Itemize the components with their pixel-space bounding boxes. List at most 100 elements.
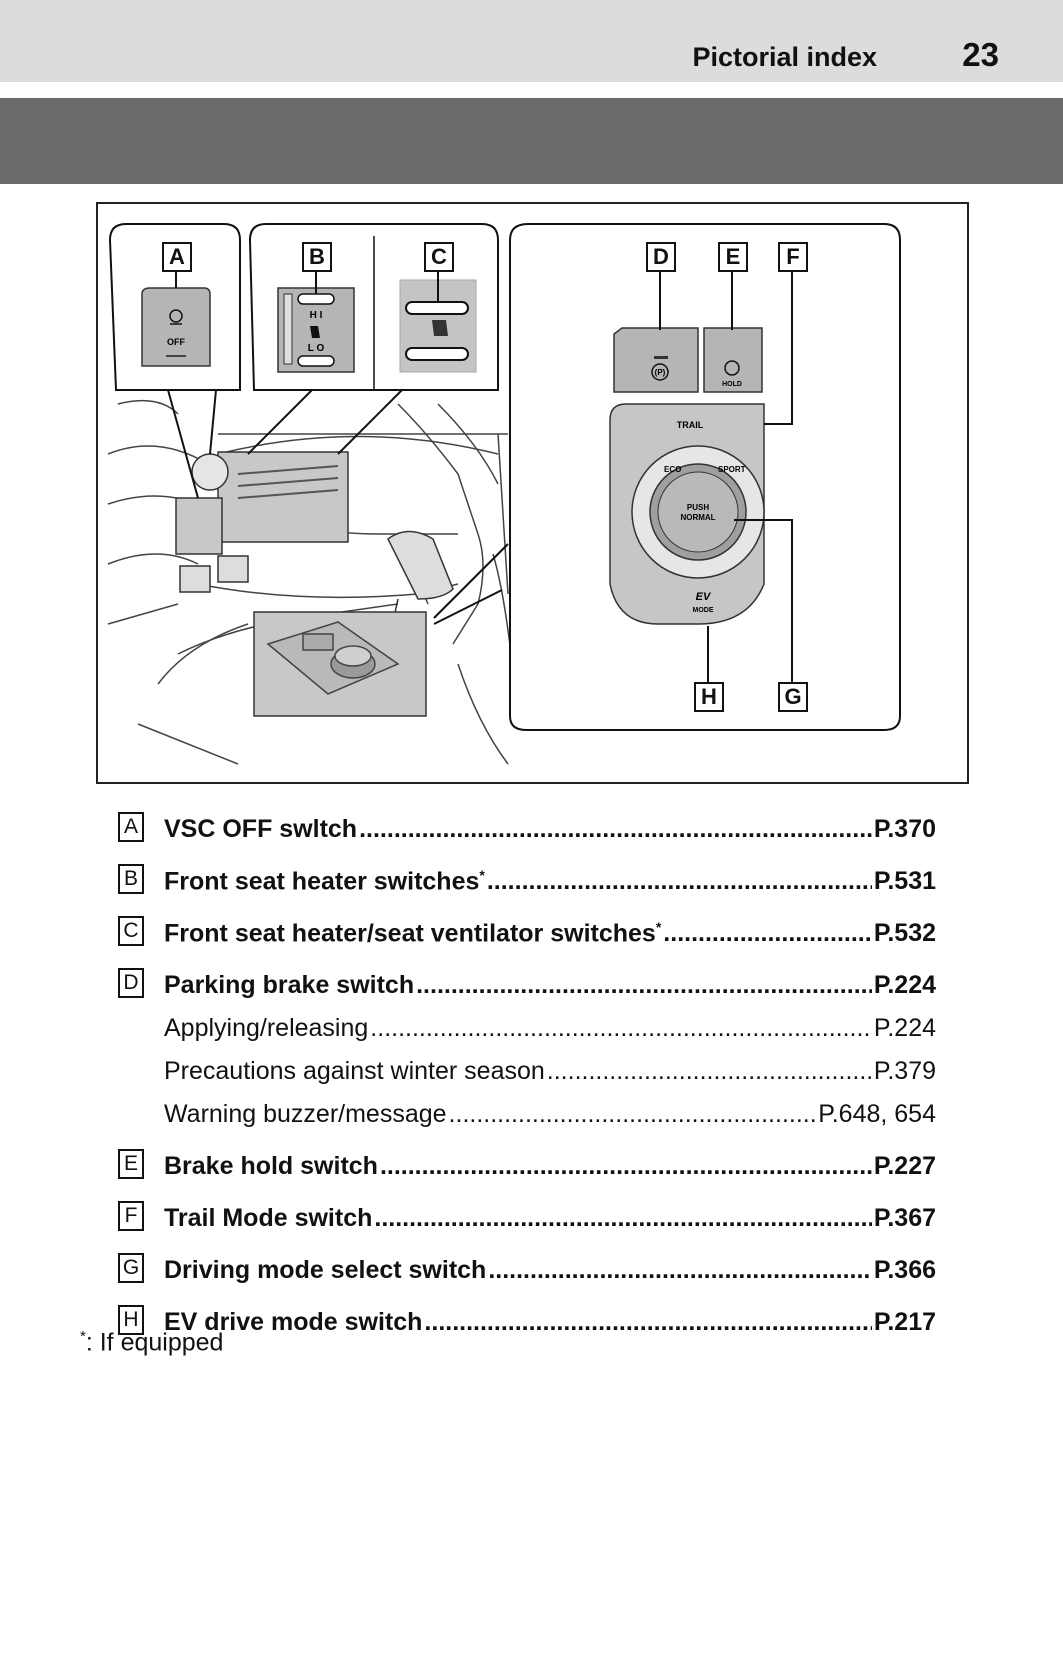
item-label: EV drive mode switch — [164, 1308, 422, 1341]
callout-c: C — [424, 242, 454, 272]
footnote-text: : If equipped — [85, 1328, 224, 1357]
vsc-highlight — [175, 497, 223, 555]
item-key-box: E — [118, 1149, 144, 1179]
index-row: A VSC OFF swltch.........................… — [118, 796, 936, 848]
item-page-ref: P.379 — [873, 1057, 936, 1085]
item-key-box: B — [118, 864, 144, 894]
item-label: Trail Mode switch — [164, 1204, 372, 1237]
dh-leaders — [707, 260, 793, 682]
chapter-band — [0, 98, 1063, 184]
item-key-box: H — [118, 1305, 144, 1335]
parking-label: (P) — [655, 368, 666, 377]
item-page-ref: P.227 — [873, 1152, 936, 1180]
index-row: Applying/releasing......................… — [118, 1004, 936, 1047]
seat-hi-label: H I — [310, 310, 323, 321]
hold-label: HOLD — [722, 381, 742, 388]
leader-dots: ........................................… — [379, 1152, 872, 1180]
item-label: VSC OFF swltch — [164, 815, 357, 848]
console-illustration: OFF H I L O (P) — [96, 202, 969, 784]
vsc-off-switch: OFF — [141, 287, 211, 367]
seat-switch-highlight — [217, 451, 349, 543]
callout-a: A — [162, 242, 192, 272]
callout-f: F — [778, 242, 808, 272]
item-label: Driving mode select switch — [164, 1256, 486, 1289]
item-label: Warning buzzer/message — [164, 1100, 447, 1133]
item-label-text: Applying/releasing — [164, 1014, 369, 1042]
item-page-ref: P.531 — [873, 867, 936, 895]
sport-label: SPORT — [718, 465, 746, 474]
item-label: Front seat heater/seat ventilator switch… — [164, 919, 661, 952]
item-page-ref: P.367 — [873, 1204, 936, 1232]
item-page-ref: P.370 — [873, 815, 936, 843]
index-row: E Brake hold switch......................… — [118, 1133, 936, 1185]
section-title: Pictorial index — [692, 42, 877, 72]
index-row: F Trail Mode switch......................… — [118, 1185, 936, 1237]
leader-dots: ........................................… — [546, 1057, 872, 1085]
item-page-ref: P.648, 654 — [818, 1100, 936, 1128]
item-key-box: G — [118, 1253, 144, 1283]
item-page-ref: P.532 — [873, 919, 936, 947]
callout-e: E — [718, 242, 748, 272]
item-label-text: Front seat heater switches — [164, 867, 480, 895]
callout-b: B — [302, 242, 332, 272]
item-page-ref: P.224 — [873, 1014, 936, 1042]
normal-label: NORMAL — [680, 513, 715, 522]
footnote: *: If equipped — [80, 1328, 223, 1357]
item-label-text: Brake hold switch — [164, 1152, 378, 1180]
footnote-mark: * — [80, 1328, 86, 1345]
item-page-ref: P.224 — [873, 971, 936, 999]
leader-dots: ........................................… — [448, 1100, 817, 1128]
index-row: G Driving mode select switch.............… — [118, 1237, 936, 1289]
item-label: Parking brake switch — [164, 971, 414, 1004]
leader-dots: ........................................… — [486, 867, 872, 895]
item-page-ref: P.217 — [873, 1308, 936, 1336]
leader-dots: ........................................… — [374, 1204, 872, 1232]
console-drawing: OFF H I L O (P) — [107, 223, 901, 765]
item-label: Applying/releasing — [164, 1014, 368, 1047]
pictorial-index-list: A VSC OFF swltch.........................… — [118, 796, 936, 1341]
callout-h: H — [694, 682, 724, 712]
leader-dots: ........................................… — [488, 1256, 872, 1284]
leader-dots: ........................................… — [416, 971, 872, 999]
item-key-box: C — [118, 916, 144, 946]
item-label-text: Precautions against winter season — [164, 1057, 545, 1085]
leader-dots: ........................................… — [359, 815, 872, 843]
item-label-text: Warning buzzer/message — [164, 1100, 447, 1128]
callout-g: G — [778, 682, 808, 712]
mode-label: MODE — [693, 607, 714, 614]
page-number: 23 — [962, 36, 999, 73]
item-label-text: Parking brake switch — [164, 971, 415, 999]
callout-leaders — [167, 389, 509, 625]
item-page-ref: P.366 — [873, 1256, 936, 1284]
index-row: Precautions against winter season.......… — [118, 1047, 936, 1090]
item-label-text: Trail Mode switch — [164, 1204, 373, 1232]
item-label: Front seat heater switches* — [164, 867, 485, 900]
leader-dots: ........................................… — [424, 1308, 871, 1336]
push-label: PUSH — [687, 503, 709, 512]
drive-mode-console: TRAIL ECO SPORT PUSH NORMAL EV MODE — [609, 403, 765, 625]
index-row: Warning buzzer/message..................… — [118, 1090, 936, 1133]
item-label-text: EV drive mode switch — [164, 1308, 423, 1336]
item-key-box: A — [118, 812, 144, 842]
parking-brake-switch: (P) — [613, 327, 699, 393]
item-label-text: VSC OFF swltch — [164, 815, 358, 843]
item-key-box: F — [118, 1201, 144, 1231]
seat-heater-switch: H I L O — [277, 287, 355, 373]
seat-lo-label: L O — [308, 343, 325, 354]
index-row: B Front seat heater switches*............… — [118, 848, 936, 900]
item-label: Precautions against winter season — [164, 1057, 545, 1090]
item-asterisk: * — [479, 866, 485, 883]
item-label-text: Front seat heater/seat ventilator switch… — [164, 919, 656, 947]
item-asterisk: * — [655, 918, 662, 935]
header-bar: Pictorial index 23 — [0, 0, 1063, 82]
index-row: H EV drive mode switch...................… — [118, 1289, 936, 1341]
ev-label: EV — [696, 591, 712, 603]
item-label: Brake hold switch — [164, 1152, 378, 1185]
brake-hold-switch: HOLD — [703, 327, 763, 393]
item-label-text: Driving mode select switch — [164, 1256, 487, 1284]
trail-label: TRAIL — [677, 420, 704, 430]
item-key-box: D — [118, 968, 144, 998]
seat-switch-slots — [237, 465, 339, 499]
index-row: D Parking brake switch...................… — [118, 952, 936, 1004]
leader-dots: ........................................… — [663, 919, 872, 947]
